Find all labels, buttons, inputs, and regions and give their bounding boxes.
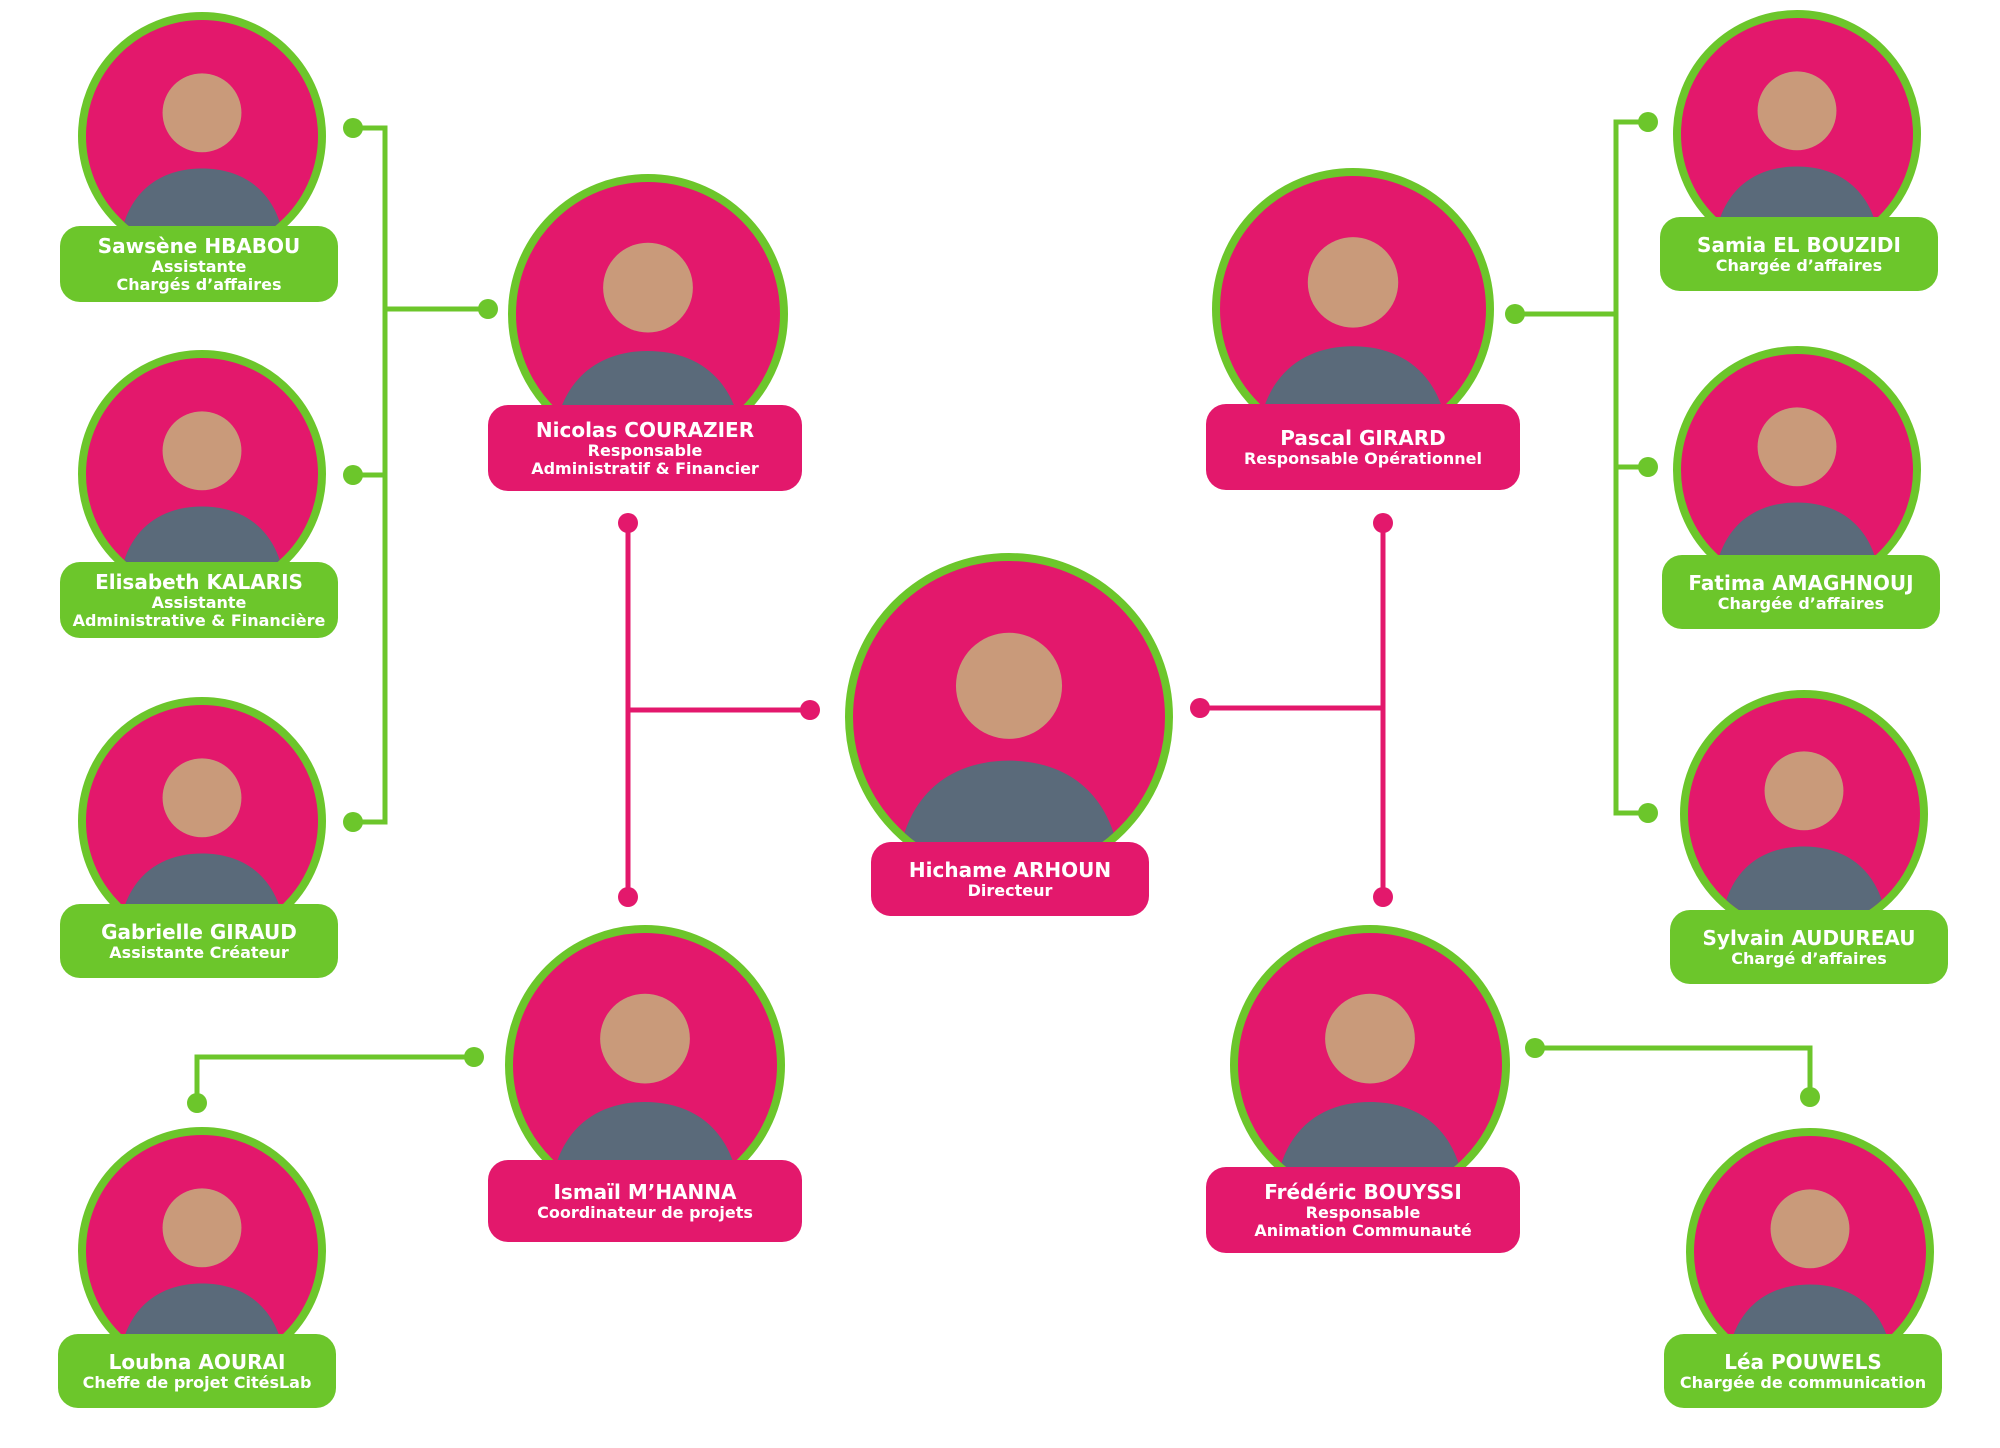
person-name: Ismaïl M’HANNA <box>553 1180 737 1204</box>
name-card-gabrielle: Gabrielle GIRAUD Assistante Créateur <box>60 904 338 978</box>
person-name: Samia EL BOUZIDI <box>1697 233 1901 257</box>
person-silhouette-icon <box>86 705 318 937</box>
connector-dot <box>1638 803 1658 823</box>
person-role: Directeur <box>967 881 1053 900</box>
person-role: Responsable <box>1305 1203 1421 1222</box>
person-name: Sylvain AUDUREAU <box>1702 926 1916 950</box>
connector-dot <box>618 887 638 907</box>
connector-dot <box>343 465 363 485</box>
connector-dot <box>1638 112 1658 132</box>
person-role: Chargés d’affaires <box>116 275 282 294</box>
name-card-elisabeth: Elisabeth KALARIS Assistante Administrat… <box>60 562 338 638</box>
connector-dot <box>618 513 638 533</box>
person-role: Chargée d’affaires <box>1717 594 1885 613</box>
connector-dot <box>1373 513 1393 533</box>
name-card-lea: Léa POUWELS Chargée de communication <box>1664 1334 1942 1408</box>
person-role: Assistante <box>151 257 247 276</box>
person-silhouette-icon <box>1681 18 1913 250</box>
person-name: Fatima AMAGHNOUJ <box>1688 571 1914 595</box>
person-silhouette-icon <box>513 933 777 1197</box>
photo-loubna <box>78 1127 326 1375</box>
photo-samia <box>1673 10 1921 258</box>
connector-dot <box>1373 887 1393 907</box>
person-silhouette-icon <box>1681 354 1913 586</box>
name-card-sawsene: Sawsène HBABOU Assistante Chargés d’affa… <box>60 226 338 302</box>
person-role: Assistante Créateur <box>109 943 289 962</box>
person-role: Administrative & Financière <box>72 611 326 630</box>
connector-dot <box>1800 1087 1820 1107</box>
connector-dot <box>1505 304 1525 324</box>
connector-dot <box>343 118 363 138</box>
connector-dot <box>800 700 820 720</box>
person-silhouette-icon <box>86 1135 318 1367</box>
photo-sylvain <box>1680 690 1928 938</box>
person-name: Loubna AOURAI <box>108 1350 286 1374</box>
person-silhouette-icon <box>86 358 318 590</box>
connector-dot <box>343 812 363 832</box>
connector-dot <box>478 299 498 319</box>
connector-dot <box>187 1093 207 1113</box>
name-card-fatima: Fatima AMAGHNOUJ Chargée d’affaires <box>1662 555 1940 629</box>
person-role: Coordinateur de projets <box>537 1203 753 1222</box>
connector-dot <box>464 1047 484 1067</box>
person-name: Pascal GIRARD <box>1280 426 1446 450</box>
name-card-samia: Samia EL BOUZIDI Chargée d’affaires <box>1660 217 1938 291</box>
person-role: Chargé d’affaires <box>1731 949 1887 968</box>
connector-dot <box>1190 698 1210 718</box>
photo-sawsene <box>78 12 326 260</box>
name-card-nicolas: Nicolas COURAZIER Responsable Administra… <box>488 405 802 491</box>
lea-link <box>1535 1045 1813 1097</box>
person-role: Administratif & Financier <box>531 459 759 478</box>
person-role: Responsable <box>587 441 703 460</box>
person-name: Nicolas COURAZIER <box>535 418 755 442</box>
photo-hichame <box>845 553 1173 881</box>
person-silhouette-icon <box>1220 176 1486 442</box>
name-card-loubna: Loubna AOURAI Cheffe de projet CitésLab <box>58 1334 336 1408</box>
person-name: Frédéric BOUYSSI <box>1264 1180 1462 1204</box>
person-role: Chargée d’affaires <box>1715 256 1883 275</box>
person-name: Sawsène HBABOU <box>97 234 301 258</box>
person-name: Elisabeth KALARIS <box>95 570 303 594</box>
name-card-ismail: Ismaïl M’HANNA Coordinateur de projets <box>488 1160 802 1242</box>
person-role: Assistante <box>151 593 247 612</box>
person-silhouette-icon <box>1238 933 1502 1197</box>
photo-frederic <box>1230 925 1510 1205</box>
name-card-pascal: Pascal GIRARD Responsable Opérationnel <box>1206 404 1520 490</box>
person-role: Cheffe de projet CitésLab <box>82 1373 312 1392</box>
person-silhouette-icon <box>86 20 318 252</box>
photo-fatima <box>1673 346 1921 594</box>
person-role: Responsable Opérationnel <box>1243 449 1483 468</box>
connector-dot <box>1638 457 1658 477</box>
person-name: Gabrielle GIRAUD <box>101 920 297 944</box>
photo-gabrielle <box>78 697 326 945</box>
person-silhouette-icon <box>1688 698 1920 930</box>
person-name: Hichame ARHOUN <box>908 858 1112 882</box>
name-card-sylvain: Sylvain AUDUREAU Chargé d’affaires <box>1670 910 1948 984</box>
person-role: Animation Communauté <box>1254 1221 1472 1240</box>
connector-dot <box>1525 1038 1545 1058</box>
person-role: Chargée de communication <box>1679 1373 1927 1392</box>
name-card-hichame: Hichame ARHOUN Directeur <box>871 842 1149 916</box>
loubna-link <box>194 1054 474 1103</box>
person-silhouette-icon <box>853 561 1165 873</box>
name-card-frederic: Frédéric BOUYSSI Responsable Animation C… <box>1206 1167 1520 1253</box>
photo-elisabeth <box>78 350 326 598</box>
person-name: Léa POUWELS <box>1724 1350 1882 1374</box>
